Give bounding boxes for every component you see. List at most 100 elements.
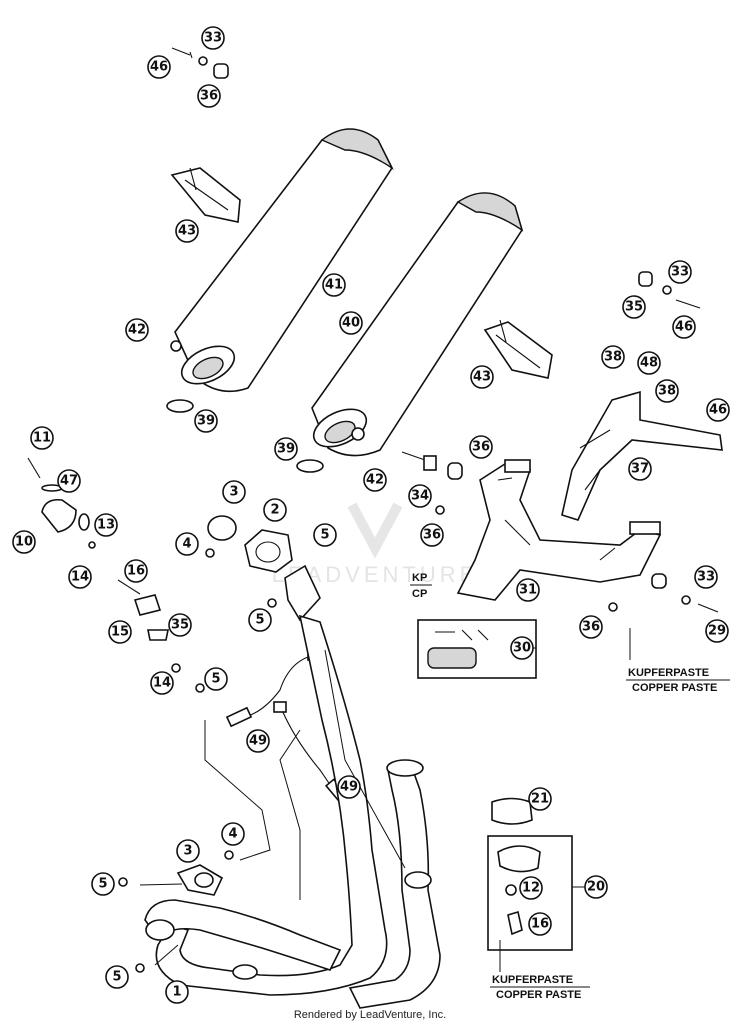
callout-3: 3 [176, 839, 200, 863]
note-kupferpaste-1: KUPFERPASTE [628, 667, 709, 679]
box-20 [487, 797, 590, 972]
callout-5: 5 [105, 965, 129, 989]
svg-text:5: 5 [211, 672, 220, 687]
svg-text:39: 39 [197, 414, 215, 429]
svg-text:5: 5 [112, 970, 121, 985]
svg-text:39: 39 [277, 442, 295, 457]
svg-text:14: 14 [153, 676, 171, 691]
callout-36: 36 [469, 435, 493, 459]
bracket-43-right [483, 319, 553, 379]
svg-text:1: 1 [172, 985, 181, 1000]
callout-37: 37 [628, 457, 652, 481]
callout-40: 40 [339, 311, 363, 335]
svg-text:43: 43 [473, 370, 491, 385]
callout-16: 16 [124, 559, 148, 583]
svg-text:36: 36 [582, 620, 600, 635]
svg-text:47: 47 [60, 474, 78, 489]
callout-14: 14 [150, 671, 174, 695]
svg-text:42: 42 [128, 323, 146, 338]
note-copper-paste-2: COPPER PASTE [496, 989, 581, 1001]
svg-text:42: 42 [366, 473, 384, 488]
svg-text:36: 36 [200, 89, 218, 104]
leader-lines [139, 628, 631, 966]
svg-text:49: 49 [249, 734, 267, 749]
callout-49: 49 [246, 729, 270, 753]
note-kp: KP [412, 572, 427, 584]
callout-14: 14 [68, 565, 92, 589]
callout-36: 36 [579, 615, 603, 639]
svg-text:33: 33 [697, 570, 715, 585]
svg-text:10: 10 [15, 535, 33, 550]
svg-text:16: 16 [531, 917, 549, 932]
svg-text:34: 34 [411, 489, 429, 504]
callout-5: 5 [313, 523, 337, 547]
callout-36: 36 [420, 523, 444, 547]
callout-29: 29 [705, 619, 729, 643]
svg-text:41: 41 [325, 278, 343, 293]
callout-46: 46 [672, 315, 696, 339]
callout-36: 36 [197, 84, 221, 108]
svg-text:21: 21 [531, 792, 549, 807]
callout-12: 12 [519, 876, 543, 900]
muffler-upper [170, 128, 394, 393]
svg-text:4: 4 [228, 827, 237, 842]
callout-2: 2 [263, 498, 287, 522]
callout-31: 31 [516, 578, 540, 602]
svg-text:15: 15 [111, 625, 129, 640]
lambda-sensor-upper [225, 649, 323, 728]
svg-text:43: 43 [178, 224, 196, 239]
note-cp: CP [412, 588, 427, 600]
svg-text:20: 20 [587, 880, 605, 895]
callout-1: 1 [165, 980, 189, 1004]
svg-text:11: 11 [33, 431, 51, 446]
svg-text:35: 35 [625, 300, 643, 315]
callout-15: 15 [108, 620, 132, 644]
callout-11: 11 [30, 426, 54, 450]
svg-text:3: 3 [229, 485, 238, 500]
note-kupferpaste-2: KUPFERPASTE [492, 974, 573, 986]
callout-5: 5 [248, 608, 272, 632]
svg-text:29: 29 [708, 624, 726, 639]
svg-text:33: 33 [204, 31, 222, 46]
callout-13: 13 [94, 513, 118, 537]
flange-upper [205, 515, 321, 622]
callout-34: 34 [408, 484, 432, 508]
note-copper-paste-1: COPPER PASTE [632, 682, 717, 694]
svg-text:36: 36 [423, 528, 441, 543]
callout-39: 39 [274, 437, 298, 461]
svg-text:13: 13 [97, 518, 115, 533]
hardware-right-upper [638, 271, 701, 309]
svg-text:46: 46 [150, 60, 168, 75]
bracket-37 [561, 390, 723, 521]
svg-text:33: 33 [671, 265, 689, 280]
callout-33: 33 [668, 260, 692, 284]
callout-5: 5 [204, 667, 228, 691]
svg-text:35: 35 [171, 618, 189, 633]
svg-text:38: 38 [658, 384, 676, 399]
hardware-top [171, 47, 229, 79]
notes: KP CP KUPFERPASTE COPPER PASTE KUPFERPAS… [410, 572, 730, 1001]
svg-text:5: 5 [98, 877, 107, 892]
callout-10: 10 [12, 530, 36, 554]
callout-5: 5 [91, 872, 115, 896]
callout-30: 30 [510, 636, 534, 660]
left-hardware [27, 457, 205, 693]
svg-text:36: 36 [472, 440, 490, 455]
callout-35: 35 [168, 613, 192, 637]
callout-42: 42 [363, 468, 387, 492]
gasket-39-right [296, 459, 324, 473]
svg-text:37: 37 [631, 462, 649, 477]
hardware-frame-right [401, 451, 719, 613]
callout-48: 48 [637, 351, 661, 375]
callout-43: 43 [470, 365, 494, 389]
callout-49: 49 [337, 775, 361, 799]
callout-33: 33 [201, 26, 225, 50]
bracket-43-left [170, 167, 241, 223]
svg-text:5: 5 [255, 613, 264, 628]
muffler-lower [311, 192, 524, 457]
gasket-39-left [166, 399, 194, 413]
callout-43: 43 [175, 219, 199, 243]
svg-text:31: 31 [519, 583, 537, 598]
svg-text:46: 46 [709, 403, 727, 418]
